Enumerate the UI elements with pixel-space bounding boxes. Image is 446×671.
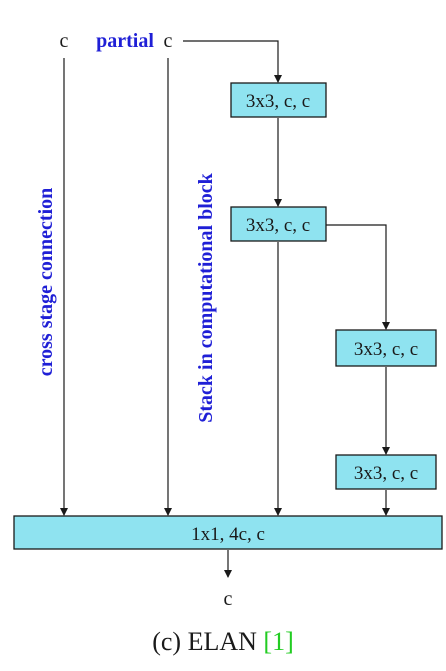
input-right-c: c [164,30,173,52]
conv-block-2-label: 3x3, c, c [246,215,310,236]
conv-block-4-label: 3x3, c, c [354,463,418,484]
caption-prefix: (c) ELAN [152,627,263,656]
partial-label: partial [96,30,154,52]
conv-block-1: 3x3, c, c [230,82,327,118]
stack-computational-block-label: Stack in computational block [195,172,217,422]
conv-block-3: 3x3, c, c [335,329,437,367]
output-c: c [224,588,233,610]
merge-block-label: 1x1, 4c, c [191,524,265,545]
block-2-to-block-3-wire [326,224,390,330]
conv-block-2: 3x3, c, c [230,206,327,242]
to-block-1-wire [183,40,282,83]
caption-citation: [1] [263,627,293,656]
conv-block-4: 3x3, c, c [335,454,437,490]
cross-stage-connection-label: cross stage connection [35,188,57,377]
conv-block-3-label: 3x3, c, c [354,339,418,360]
caption: (c) ELAN [1] [152,627,294,656]
conv-block-1-label: 3x3, c, c [246,91,310,112]
input-left-c: c [60,30,69,52]
merge-block: 1x1, 4c, c [13,515,443,550]
